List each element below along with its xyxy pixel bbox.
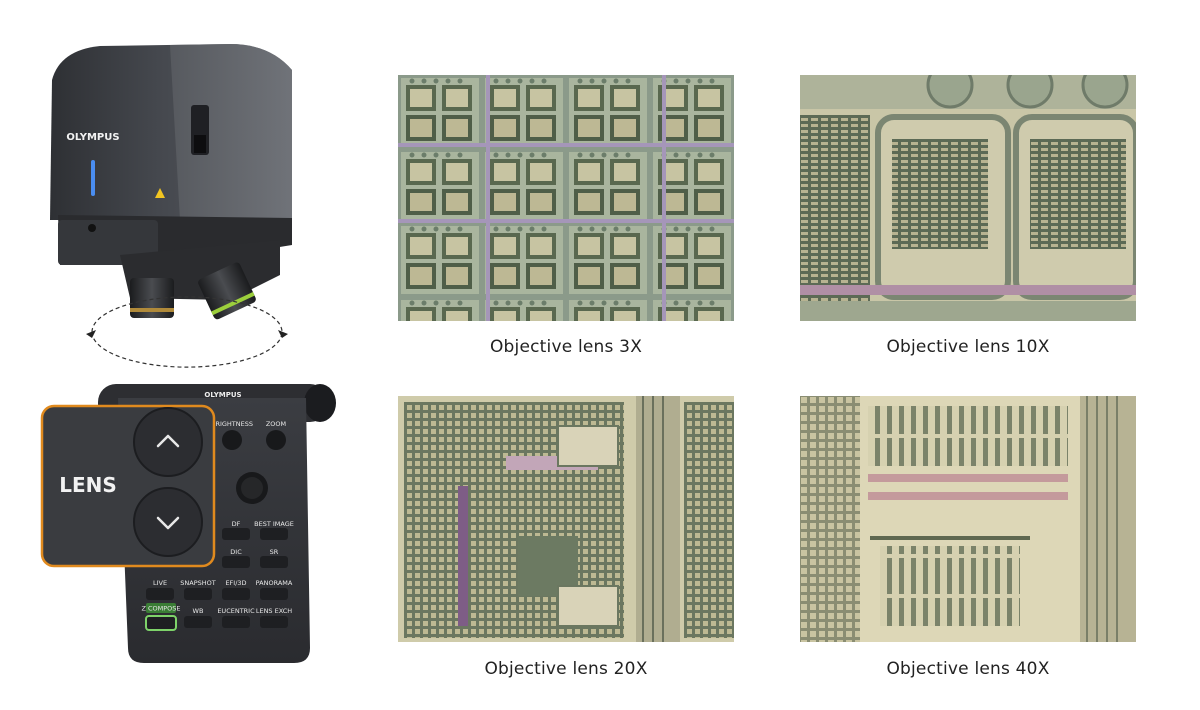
svg-text:WB: WB	[193, 607, 204, 615]
hand-controller-illustration: OLYMPUS BRIGHTNESS ZOOM DF BEST IMAGE DI…	[38, 378, 348, 678]
caption-40x: Objective lens 40X	[886, 659, 1050, 679]
knob-label-brightness: BRIGHTNESS	[211, 420, 253, 428]
lens-label: LENS	[59, 473, 117, 497]
svg-text:EUCENTRIC: EUCENTRIC	[217, 607, 255, 615]
svg-text:SR: SR	[270, 548, 279, 556]
caption-20x: Objective lens 20X	[484, 659, 648, 679]
controller-brand: OLYMPUS	[204, 391, 241, 399]
microscope-illustration: OLYMPUS	[30, 40, 330, 370]
svg-text:BEST IMAGE: BEST IMAGE	[254, 520, 294, 528]
caption-3x: Objective lens 3X	[489, 337, 643, 357]
svg-text:LIVE: LIVE	[153, 579, 167, 587]
svg-text:DIC: DIC	[230, 548, 242, 556]
svg-text:DF: DF	[232, 520, 241, 528]
svg-text:Z COMPOSE: Z COMPOSE	[141, 605, 180, 613]
svg-text:EFI/3D: EFI/3D	[225, 579, 246, 587]
svg-text:PANORAMA: PANORAMA	[256, 579, 293, 587]
knob-label-zoom: ZOOM	[266, 420, 286, 428]
controller-button-grid: DF BEST IMAGE DIC SR LIVE SNAPSHOT EFI/3…	[141, 520, 294, 631]
micrograph-10x	[800, 75, 1136, 321]
chevron-up-icon	[156, 434, 180, 448]
micrograph-40x	[800, 396, 1136, 642]
svg-text:SNAPSHOT: SNAPSHOT	[180, 579, 215, 587]
svg-text:LENS EXCH: LENS EXCH	[256, 607, 292, 615]
micrograph-20x	[398, 396, 734, 642]
microscope-brand: OLYMPUS	[66, 132, 119, 143]
chevron-down-icon	[156, 516, 180, 530]
micrograph-3x	[398, 75, 734, 321]
caption-10x: Objective lens 10X	[886, 337, 1050, 357]
